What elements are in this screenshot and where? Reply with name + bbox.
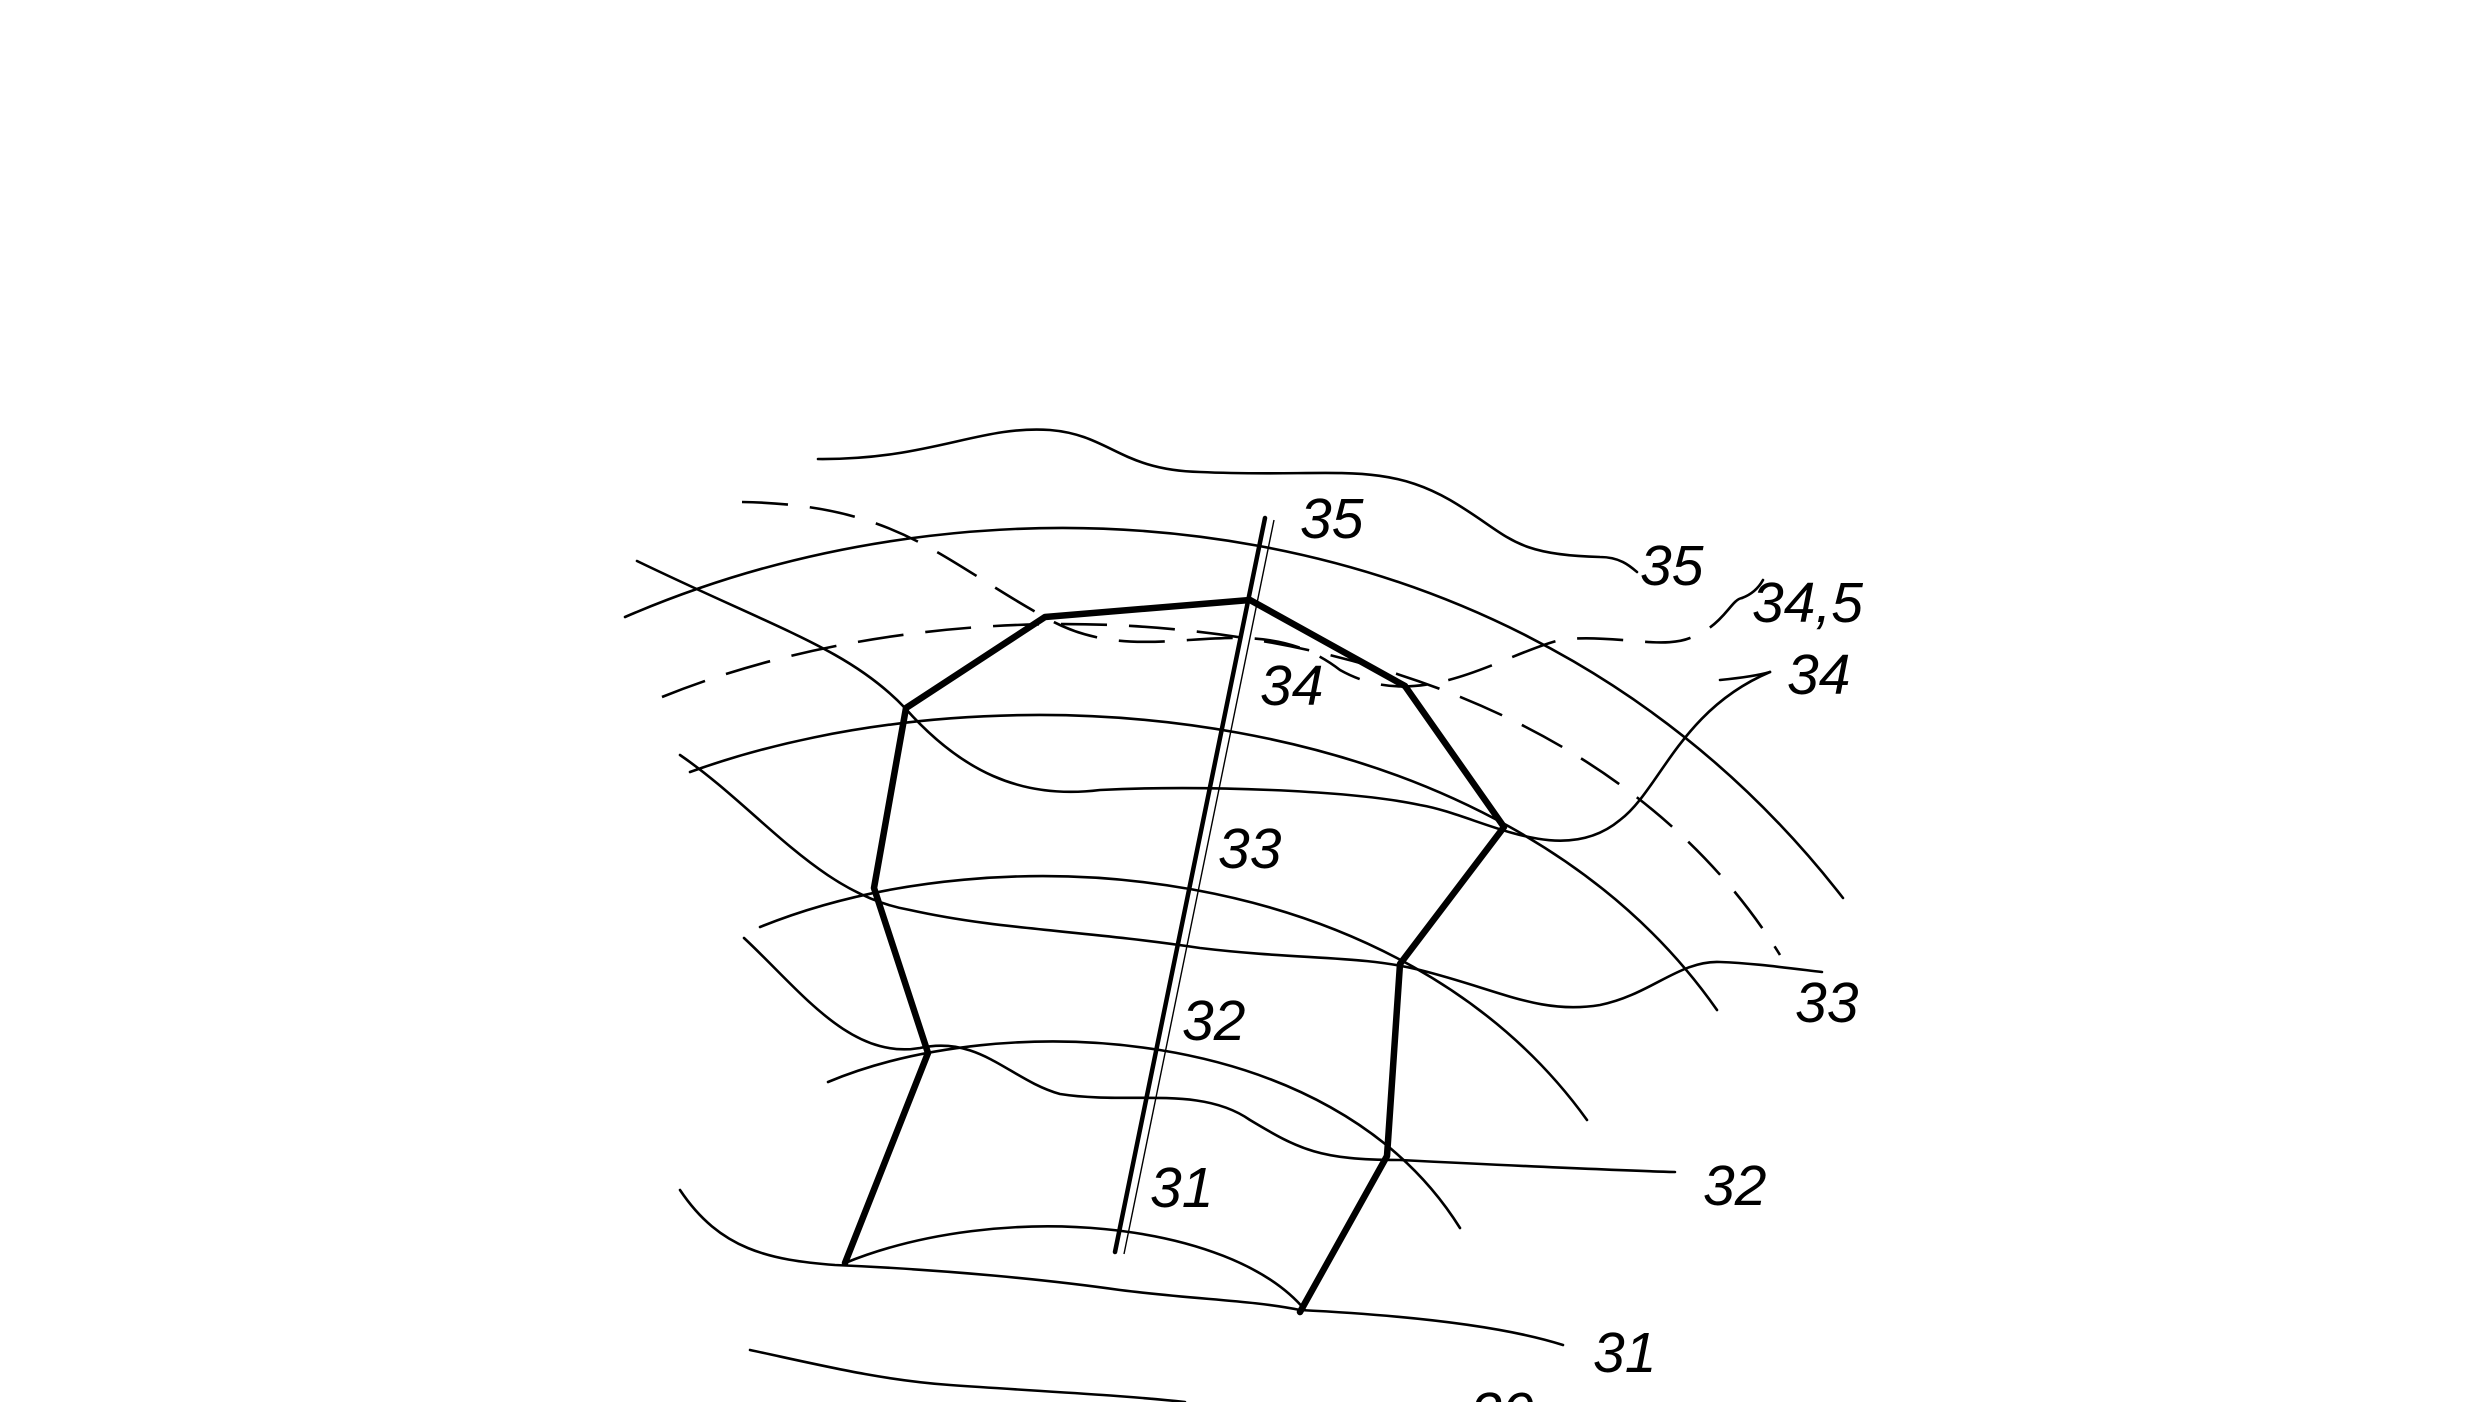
contour-33 [678,753,1824,1009]
label-34-5: 34,5 [1752,571,1863,635]
arc-32 [826,1040,1462,1230]
label-34-right: 34 [1787,643,1850,707]
contour-34 [635,559,1772,842]
leader-345 [1740,578,1765,600]
contour-345-dashed [741,500,1743,688]
label-32-right: 32 [1703,1154,1766,1218]
contour-31 [678,1188,1565,1347]
leader-lines [1718,578,1772,682]
label-30: 30 [1470,1381,1534,1402]
axis-line-thick [1112,515,1268,1255]
arc-31 [843,1225,1307,1312]
contour-32 [742,936,1677,1174]
wavy-contours [635,428,1824,1402]
label-35-left: 35 [1300,487,1364,551]
label-31-left: 31 [1150,1156,1213,1220]
axis-line-thin [1123,519,1275,1255]
contour-35 [816,428,1639,574]
labels: 35 35 34,5 34 34 33 33 32 32 31 31 30 [1150,487,1863,1402]
concentric-arcs [623,526,1845,1312]
axis-line [1112,515,1275,1255]
label-33-right: 33 [1795,971,1859,1035]
label-34-left: 34 [1260,654,1323,718]
contour-30 [748,1348,1187,1402]
label-35-right: 35 [1640,534,1704,598]
label-32-left: 32 [1182,989,1245,1053]
arc-dashed [661,622,1782,956]
label-33-left: 33 [1218,817,1282,881]
leader-34 [1718,670,1772,682]
arc-34 [688,713,1719,1012]
label-31-right: 31 [1593,1321,1656,1385]
